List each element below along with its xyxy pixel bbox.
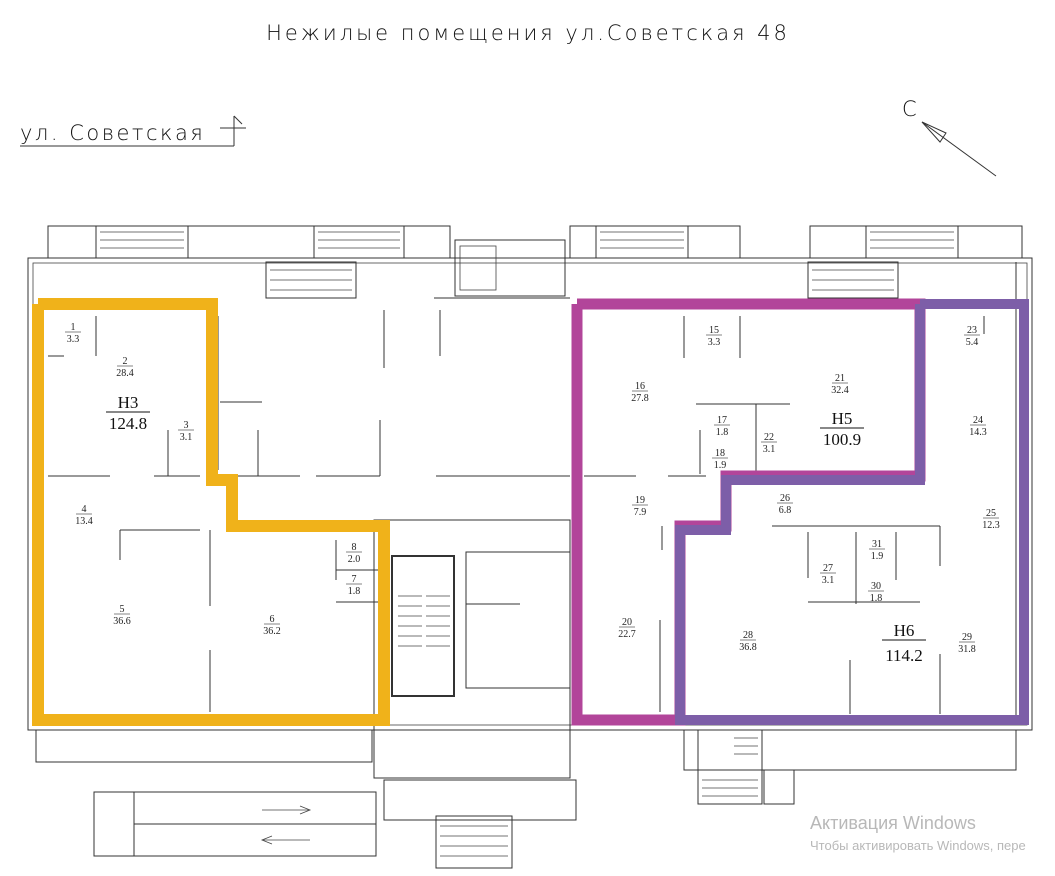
room-number: 15 [709,325,719,336]
room-number: 4 [82,504,87,515]
room-number: 28 [743,630,753,641]
room-area: 3.3 [67,334,80,345]
room-number: 2 [123,356,128,367]
unit-outline-h5 [571,298,926,726]
room-area: 27.8 [631,393,649,404]
watermark-subtitle: Чтобы активировать Windows, пере [810,838,1026,853]
room-area: 36.2 [263,626,281,637]
room-area: 1.8 [716,427,729,438]
room-label: 171.8 [714,415,730,438]
svg-text:Н3: Н3 [118,393,139,412]
room-area: 13.4 [75,516,93,527]
room-label: 413.4 [75,504,93,527]
room-label: 71.8 [346,574,362,597]
room-number: 27 [823,563,833,574]
room-label: 82.0 [346,542,362,565]
svg-text:100.9: 100.9 [823,430,861,449]
room-label: 223.1 [761,432,777,455]
room-area: 3.1 [180,432,193,443]
room-label: 235.4 [964,325,980,348]
svg-text:124.8: 124.8 [109,414,147,433]
room-number: 19 [635,495,645,506]
room-label: 536.6 [113,604,131,627]
room-area: 3.1 [763,444,776,455]
unit-label-h5: Н5 100.9 [820,409,864,449]
room-number: 29 [962,632,972,643]
room-label: 181.9 [712,448,728,471]
room-label: 228.4 [116,356,134,379]
room-number: 20 [622,617,632,628]
room-area: 2.0 [348,554,361,565]
room-area: 32.4 [831,385,849,396]
room-area: 1.9 [714,460,727,471]
room-number: 30 [871,581,881,592]
room-area: 28.4 [116,368,134,379]
room-area: 5.4 [966,337,979,348]
watermark-title: Активация Windows [810,813,976,833]
compass-label: С [902,97,917,121]
room-number: 16 [635,381,645,392]
room-number: 6 [270,614,275,625]
room-area: 1.9 [871,551,884,562]
north-arrow-icon [921,121,997,177]
unit-outline-h6 [675,299,1029,725]
room-label: 311.9 [869,539,885,562]
room-number: 21 [835,373,845,384]
svg-text:Н5: Н5 [832,409,853,428]
room-area: 12.3 [982,520,1000,531]
room-number: 23 [967,325,977,336]
windows-activation-watermark: Активация Windows Чтобы активировать Win… [810,813,1026,853]
room-number: 26 [780,493,790,504]
room-label: 266.8 [777,493,793,516]
room-area: 6.8 [779,505,792,516]
room-area: 14.3 [969,427,987,438]
svg-text:114.2: 114.2 [885,646,923,665]
room-area: 22.7 [618,629,636,640]
plan-title: Нежилые помещения ул.Советская 48 [266,21,790,45]
room-area: 36.8 [739,642,757,653]
room-number: 18 [715,448,725,459]
room-label: 33.1 [178,420,194,443]
room-number: 31 [872,539,882,550]
room-area: 1.8 [348,586,361,597]
street-arrow-icon [20,115,246,147]
unit-label-h3: Н3 124.8 [106,393,150,433]
room-area: 7.9 [634,507,647,518]
room-area: 1.8 [870,593,883,604]
unit-label-h6: Н6 114.2 [882,621,926,665]
room-number: 24 [973,415,983,426]
room-label: 273.1 [820,563,836,586]
room-label: 301.8 [868,581,884,604]
room-number: 1 [71,322,76,333]
room-area: 36.6 [113,616,131,627]
room-area: 31.8 [958,644,976,655]
svg-text:Н6: Н6 [894,621,915,640]
room-label: 153.3 [706,325,722,348]
unit-outline-h3 [32,298,390,726]
room-number: 3 [184,420,189,431]
room-label: 13.3 [65,322,81,345]
room-number: 5 [120,604,125,615]
room-number: 25 [986,508,996,519]
room-area: 3.3 [708,337,721,348]
room-number: 8 [352,542,357,553]
room-label: 197.9 [632,495,648,518]
room-number: 22 [764,432,774,443]
street-label: ул. Советская [20,121,205,145]
room-number: 7 [352,574,357,585]
room-area: 3.1 [822,575,835,586]
room-number: 17 [717,415,727,426]
room-label: 636.2 [263,614,281,637]
